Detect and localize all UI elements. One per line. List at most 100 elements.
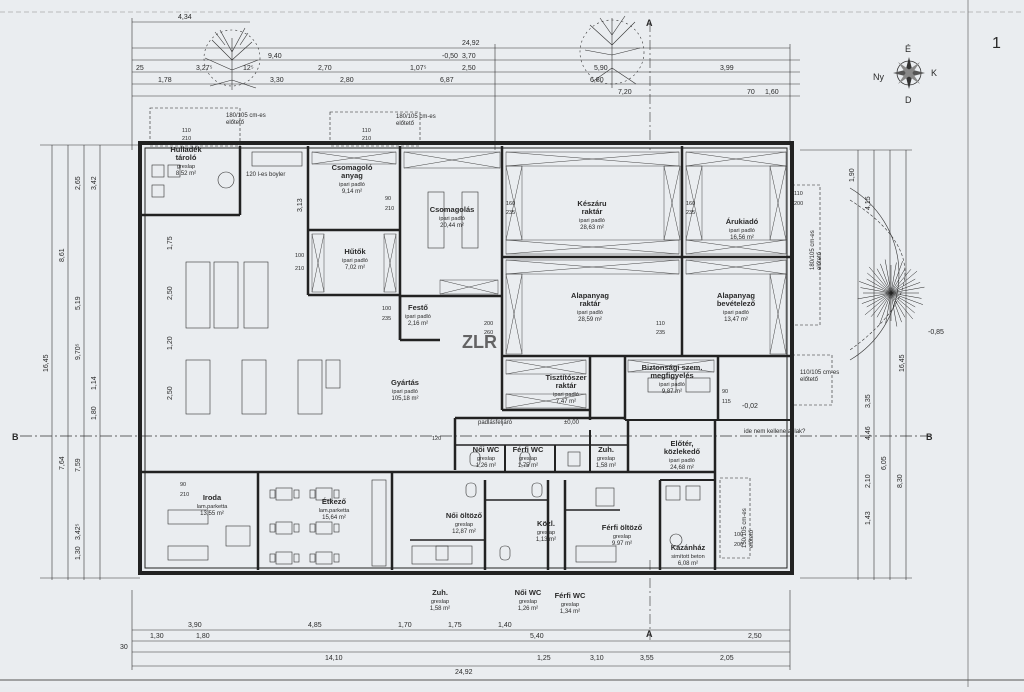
- room-area: 6,08 m²: [678, 561, 698, 567]
- dim-bottom-1410: 14,10: [325, 655, 343, 662]
- palm-frond: [890, 292, 902, 323]
- palm-frond: [890, 278, 916, 294]
- dining-chair: [309, 553, 316, 563]
- dim-top-178: 1,78: [158, 77, 172, 84]
- dim-left-342b: 3,42: [91, 176, 98, 190]
- door-label-260: 260: [484, 330, 493, 336]
- dim-top-327: 3,27⁵: [196, 65, 213, 72]
- room-name: Férfi WC: [513, 445, 544, 454]
- dim-top-270: 2,70: [318, 65, 332, 72]
- room-floor-type: simított beton: [671, 554, 705, 560]
- dim-left-861: 8,61: [59, 248, 66, 262]
- dim-top-940: 9,40: [268, 53, 282, 60]
- room-name: Alapanyag: [717, 291, 755, 300]
- room-area: 9,14 m²: [342, 189, 362, 195]
- room-name: Biztonsági szem.: [642, 363, 703, 372]
- dim-top-250: 2,50: [462, 65, 476, 72]
- door-label-200: 200: [484, 321, 493, 327]
- dim-250: 2,50: [167, 286, 174, 300]
- right-dimension-lines: [800, 149, 912, 580]
- section-line-b-b: B B: [12, 432, 933, 442]
- left-dimension-texts: 16,45 8,61 5,19 9,70⁵ 7,64 7,59 3,42⁵ 1,…: [43, 176, 98, 560]
- dim-top-330: 3,30: [270, 77, 284, 84]
- door-label-90-b: 90: [722, 389, 728, 395]
- room-floor-type: greslap: [431, 599, 449, 605]
- room-name: bevételező: [717, 299, 756, 308]
- dim-top-399: 3,99: [720, 65, 734, 72]
- interior-walls: [142, 146, 790, 570]
- dining-chair: [333, 523, 340, 533]
- room-floor-type: greslap: [561, 602, 579, 608]
- door-label-110-b: 110: [362, 128, 371, 134]
- dim-bottom-355: 3,55: [640, 655, 654, 662]
- note-level: ±0,00: [564, 420, 580, 426]
- palm-frond: [890, 268, 906, 294]
- door-label-160: 160: [506, 201, 515, 207]
- room-floor-type: ipari padló: [553, 392, 579, 398]
- dim-bottom-140: 1,40: [498, 622, 512, 629]
- room-floor-type: ipari padló: [342, 258, 368, 264]
- dim-bottom-540: 5,40: [530, 633, 544, 640]
- room-area: 8,52 m²: [176, 171, 196, 177]
- room-name: raktár: [582, 207, 603, 216]
- palm-frond: [866, 292, 892, 308]
- dining-chair: [333, 553, 340, 563]
- door-label-210-b: 210: [362, 136, 371, 142]
- room-area: 15,64 m²: [322, 515, 346, 521]
- dim-top-70: 70: [747, 89, 755, 96]
- dining-chair: [309, 523, 316, 533]
- dim-right-605: 6,05: [881, 456, 888, 470]
- room-name: Étkező: [322, 497, 347, 506]
- dim-top-687: 6,87: [440, 77, 454, 84]
- storage-shelving: [311, 151, 787, 409]
- door-label-90-c: 90: [180, 482, 186, 488]
- room-name: Zuh.: [432, 588, 448, 597]
- dining-table: [315, 551, 333, 565]
- dining-chair: [333, 489, 340, 499]
- door-label-210-e: 210: [180, 492, 189, 498]
- room-area: 24,68 m²: [670, 465, 694, 471]
- dim-top-720: 7,20: [618, 89, 632, 96]
- room-name: raktár: [556, 381, 577, 390]
- dim-top-050: -0,50: [442, 53, 458, 60]
- room-floor-type: greslap: [455, 522, 473, 528]
- room-name: Gyártás: [391, 378, 419, 387]
- room-floor-type: ipari padló: [579, 218, 605, 224]
- room-name: Férfi WC: [555, 591, 586, 600]
- room-area: 1,26 m²: [476, 463, 496, 469]
- room-name: Női WC: [515, 588, 542, 597]
- door-label-100: 100: [295, 253, 304, 259]
- door-label-110-c: 110: [656, 321, 665, 327]
- palm-frond: [876, 292, 892, 318]
- palm-frond: [870, 292, 892, 317]
- palm-frond: [867, 272, 892, 294]
- palm-frond: [858, 281, 892, 294]
- dim-left-1645: 16,45: [43, 354, 50, 372]
- dim-bottom-250: 2,50: [748, 633, 762, 640]
- dim-top-12a: 12⁵: [243, 65, 254, 72]
- room-area: 1,75 m²: [518, 463, 538, 469]
- room-name: Előtér,: [671, 439, 694, 448]
- dim-top-370: 3,70: [462, 53, 476, 60]
- compass-west: Ny: [873, 72, 884, 82]
- room-name: Alapanyag: [571, 291, 609, 300]
- room-name: Zuh.: [598, 445, 614, 454]
- dim-right-335: 3,35: [865, 394, 872, 408]
- room-area: 1,34 m²: [560, 609, 580, 615]
- palm-frond: [890, 262, 897, 294]
- room-name: tároló: [176, 153, 197, 162]
- palm-tree-icon: [857, 259, 925, 327]
